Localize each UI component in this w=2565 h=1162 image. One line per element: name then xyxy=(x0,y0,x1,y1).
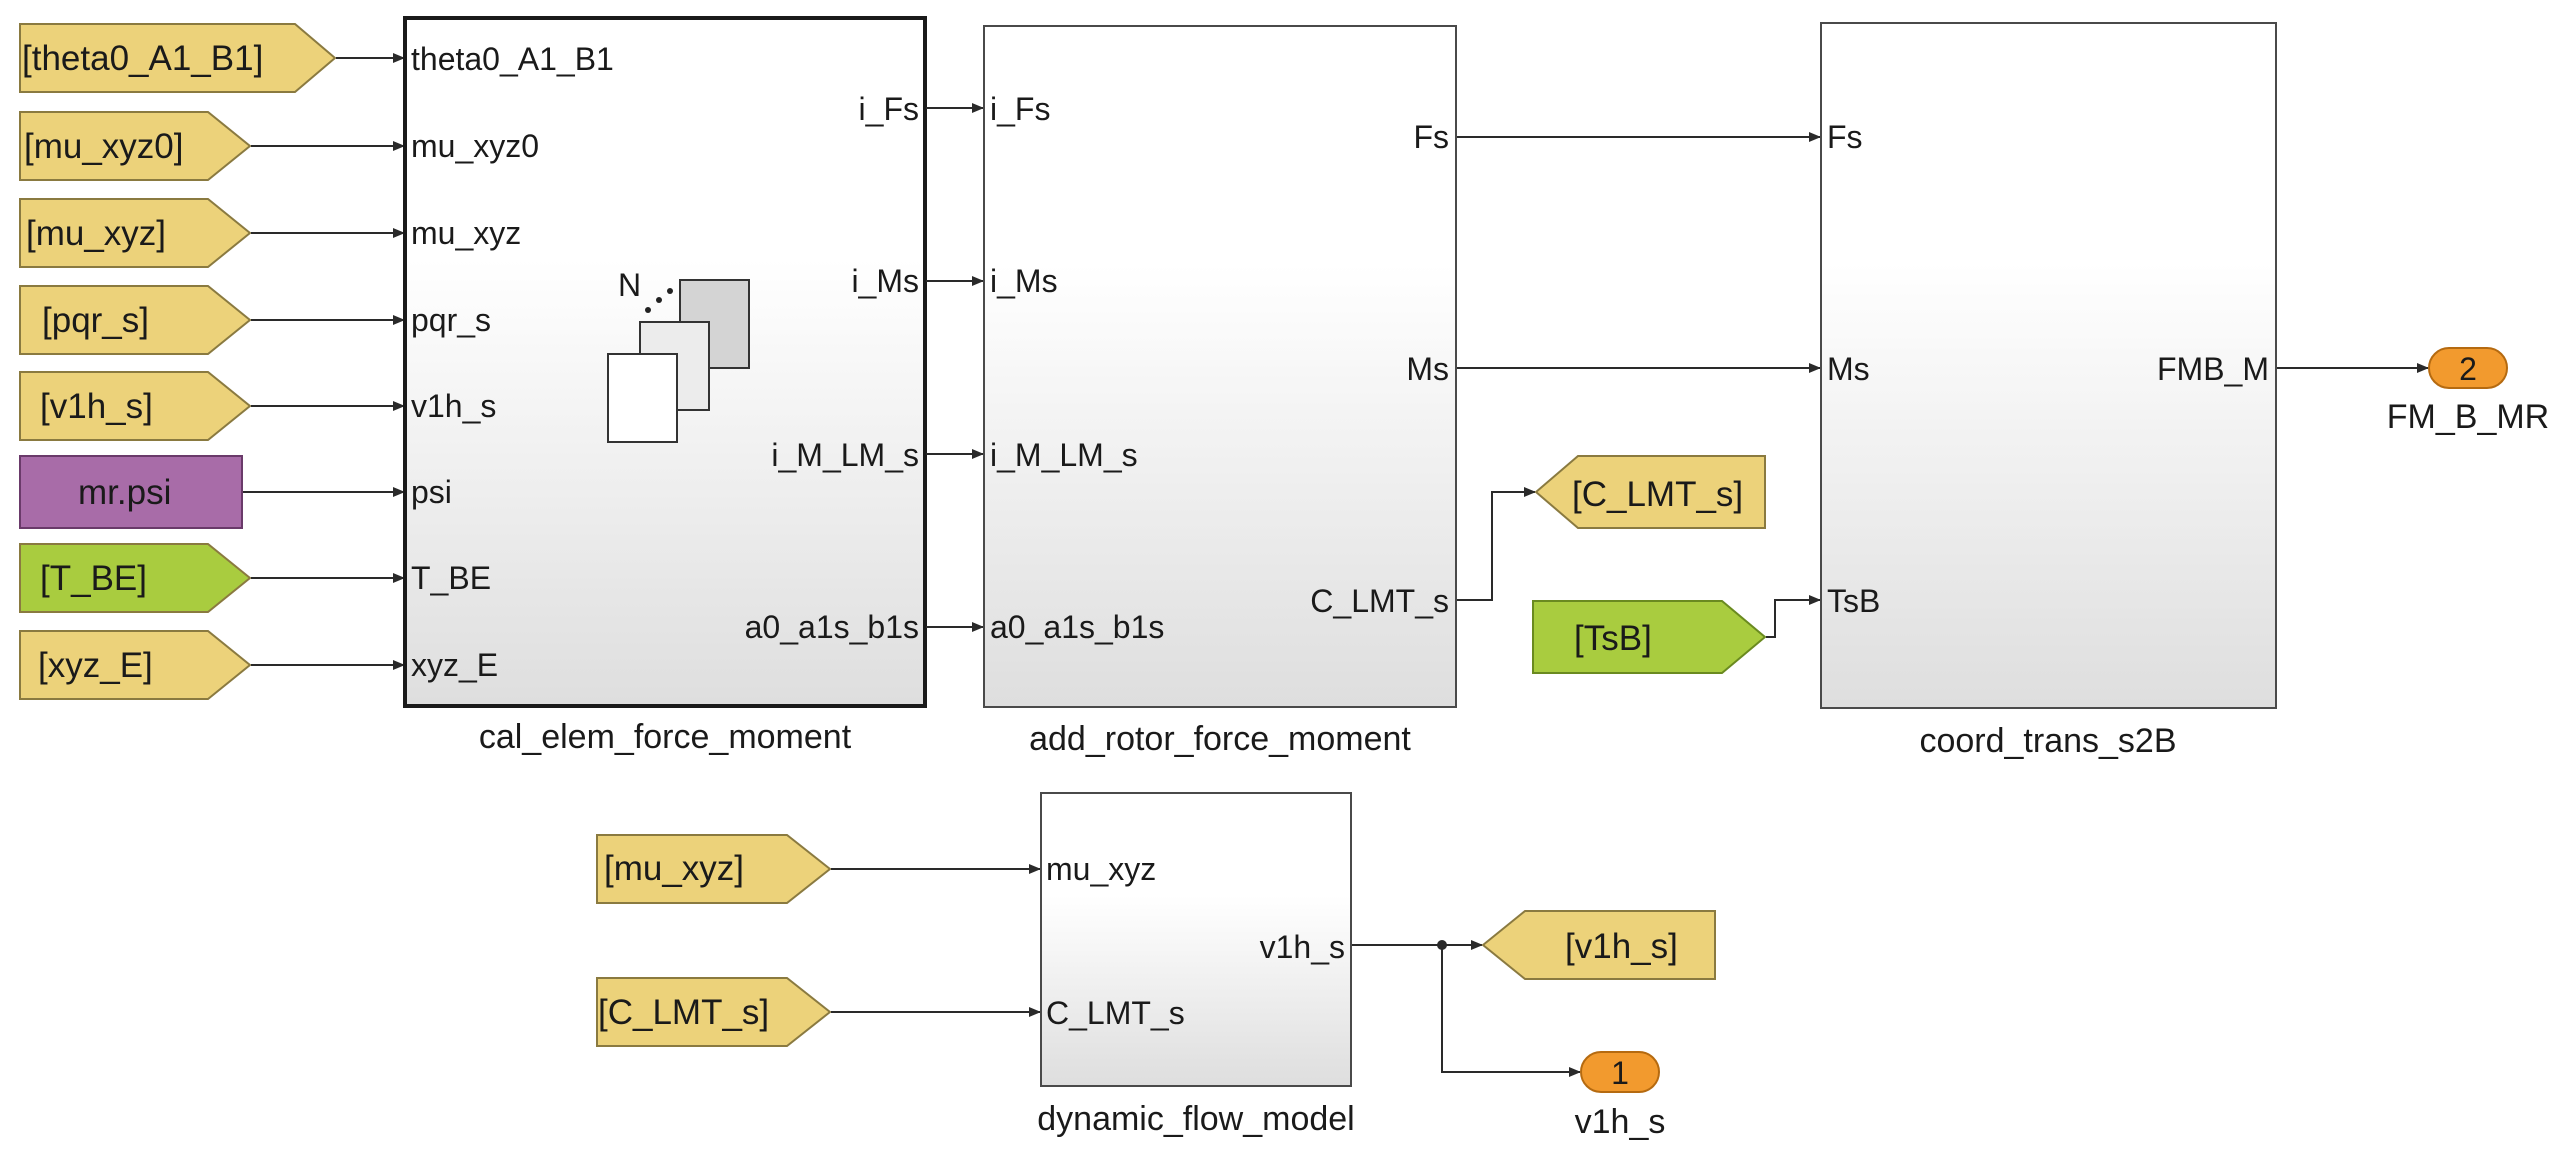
input-port-label: mu_xyz xyxy=(411,215,521,251)
input-port-label: pqr_s xyxy=(411,302,491,338)
goto-tag-label: [v1h_s] xyxy=(1565,927,1678,966)
from-tag-mu-xyz0[interactable]: [mu_xyz0] xyxy=(19,111,252,181)
from-tag-label: [C_LMT_s] xyxy=(598,993,769,1032)
goto-tag-v1h-s[interactable]: [v1h_s] xyxy=(1481,910,1716,980)
from-tag-label: [xyz_E] xyxy=(38,646,153,685)
from-tag-TsB[interactable]: [TsB] xyxy=(1532,600,1767,674)
output-port-label: FMB_M xyxy=(2157,351,2269,387)
constant-block-mr-psi[interactable]: mr.psi xyxy=(19,455,243,529)
subsystem-dynamic-flow-model[interactable]: mu_xyz C_LMT_s v1h_s xyxy=(1040,792,1352,1087)
block-name: dynamic_flow_model xyxy=(1037,1100,1355,1138)
constant-label: mr.psi xyxy=(78,473,171,512)
input-port-label: Ms xyxy=(1827,351,1870,387)
from-tag-label: [TsB] xyxy=(1574,619,1652,658)
input-port-label: i_M_LM_s xyxy=(990,437,1138,473)
input-port-label: mu_xyz0 xyxy=(411,128,539,164)
from-tag-mu-xyz[interactable]: [mu_xyz] xyxy=(19,198,252,268)
block-name: add_rotor_force_moment xyxy=(1029,720,1411,758)
outport-number: 1 xyxy=(1611,1055,1629,1091)
goto-tag-C-LMT-s[interactable]: [C_LMT_s] xyxy=(1534,455,1766,529)
input-port-label: theta0_A1_B1 xyxy=(411,41,614,77)
input-port-label: v1h_s xyxy=(411,388,496,424)
subsystem-coord-trans-s2B[interactable]: Fs Ms TsB FMB_M xyxy=(1820,22,2277,709)
outport-label: v1h_s xyxy=(1575,1103,1666,1141)
from-tag-C-LMT-s-bottom[interactable]: [C_LMT_s] xyxy=(596,977,832,1047)
input-port-label: xyz_E xyxy=(411,647,498,683)
subsystem-add-rotor-force-moment[interactable]: i_Fs i_Ms i_M_LM_s a0_a1s_b1s Fs Ms C_LM… xyxy=(983,25,1457,708)
for-each-subsystem-icon: N xyxy=(607,267,750,443)
input-port-label: T_BE xyxy=(411,560,491,596)
wire xyxy=(1457,487,1536,601)
from-tag-T-BE[interactable]: [T_BE] xyxy=(19,543,252,613)
input-port-label: psi xyxy=(411,474,452,510)
outport-label: FM_B_MR xyxy=(2387,398,2549,436)
input-port-label: C_LMT_s xyxy=(1046,995,1185,1031)
from-tag-label: [theta0_A1_B1] xyxy=(22,39,263,78)
from-tag-label: [mu_xyz0] xyxy=(24,127,184,166)
from-tag-v1h-s[interactable]: [v1h_s] xyxy=(19,371,252,441)
outport-1[interactable]: 1 xyxy=(1580,1051,1660,1093)
block-name: cal_elem_force_moment xyxy=(479,718,852,756)
from-tag-label: [pqr_s] xyxy=(42,301,149,340)
from-tag-pqr-s[interactable]: [pqr_s] xyxy=(19,285,252,355)
from-tag-label: [v1h_s] xyxy=(40,387,153,426)
from-tag-mu-xyz-bottom[interactable]: [mu_xyz] xyxy=(596,834,832,904)
input-port-label: i_Fs xyxy=(990,91,1050,127)
wire xyxy=(1441,945,1581,1077)
output-port-label: Fs xyxy=(1413,119,1449,155)
outport-2[interactable]: 2 xyxy=(2428,347,2508,389)
subsystem-cal-elem-force-moment[interactable]: theta0_A1_B1 mu_xyz0 mu_xyz pqr_s v1h_s … xyxy=(403,16,927,708)
output-port-label: Ms xyxy=(1406,351,1449,387)
from-tag-theta0-A1-B1[interactable]: [theta0_A1_B1] xyxy=(19,23,337,93)
output-port-label: i_M_LM_s xyxy=(771,437,919,473)
goto-tag-label: [C_LMT_s] xyxy=(1572,475,1743,514)
input-port-label: mu_xyz xyxy=(1046,851,1156,887)
for-each-icon-label: N xyxy=(618,267,641,303)
input-port-label: a0_a1s_b1s xyxy=(990,609,1164,645)
from-tag-label: [mu_xyz] xyxy=(604,849,744,888)
from-tag-label: [T_BE] xyxy=(40,559,147,598)
input-port-label: TsB xyxy=(1827,583,1880,619)
output-port-label: i_Ms xyxy=(851,263,919,299)
wire xyxy=(1766,595,1821,638)
output-port-label: v1h_s xyxy=(1260,929,1345,965)
from-tag-xyz-E[interactable]: [xyz_E] xyxy=(19,630,252,700)
input-port-label: Fs xyxy=(1827,119,1863,155)
from-tag-label: [mu_xyz] xyxy=(26,214,166,253)
output-port-label: C_LMT_s xyxy=(1310,583,1449,619)
outport-number: 2 xyxy=(2459,351,2477,387)
output-port-label: i_Fs xyxy=(859,91,919,127)
block-name: coord_trans_s2B xyxy=(1919,722,2176,760)
input-port-label: i_Ms xyxy=(990,263,1058,299)
output-port-label: a0_a1s_b1s xyxy=(745,609,919,645)
